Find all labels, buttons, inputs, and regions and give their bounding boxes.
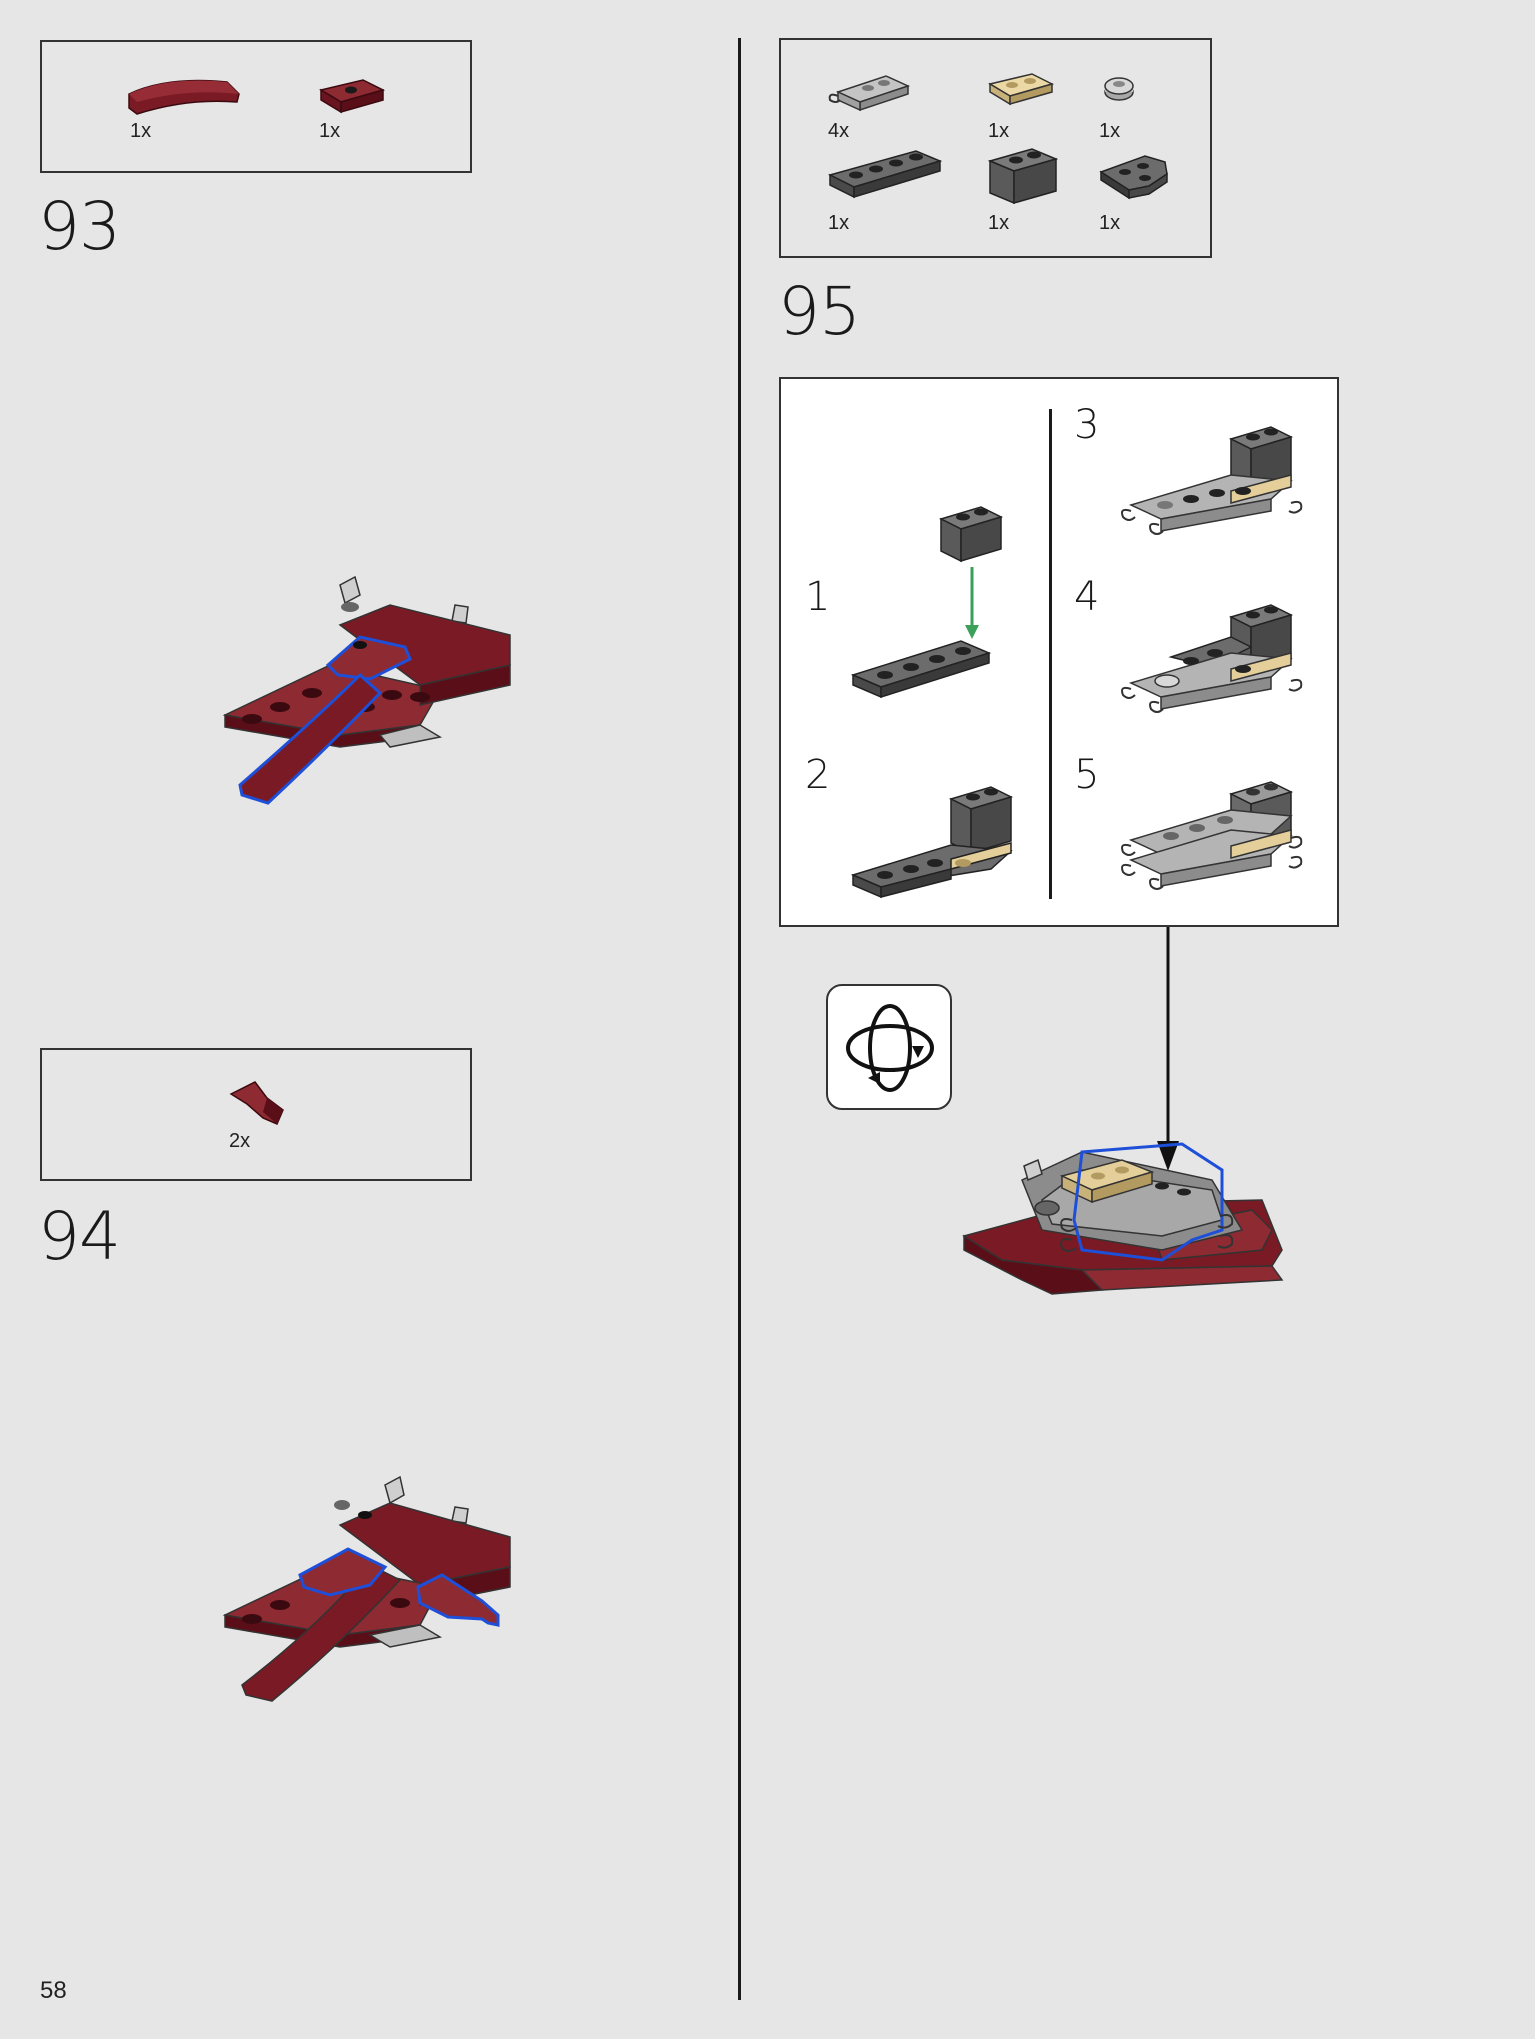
step-number: 93: [38, 188, 121, 265]
step-number: 94: [38, 1198, 121, 1275]
part-qty: 1x: [130, 120, 152, 142]
plate-1x2-dark-red-icon: [319, 79, 386, 114]
curved-slope-dark-red-icon: [128, 79, 240, 115]
sub-step-number: 1: [805, 574, 831, 620]
step-95-model-illustration: [962, 1142, 1284, 1295]
column-divider: [738, 38, 741, 2000]
sub-step-number: 3: [1074, 402, 1100, 448]
parts-callout-step-95: 4x 1x 1x 1x 1x 1x: [779, 38, 1212, 258]
wedge-plate-dark-gray-icon: [1099, 155, 1168, 200]
part-qty: 1x: [1099, 212, 1121, 234]
step-94-model-illustration: [222, 1475, 511, 1702]
part-qty: 1x: [988, 212, 1010, 234]
sub-step-4-illustration: [1121, 604, 1303, 713]
sub-panel-divider: [1049, 409, 1052, 899]
sub-step-number: 4: [1074, 574, 1100, 620]
rotate-model-callout: [826, 984, 952, 1110]
wedge-tile-dark-red-icon: [229, 1081, 284, 1125]
rotate-icon: [846, 1004, 934, 1092]
sub-step-number: 2: [805, 752, 831, 798]
part-qty: 1x: [828, 212, 850, 234]
sub-step-5-illustration: [1121, 781, 1303, 890]
brick-1x2-dark-gray-icon: [987, 148, 1059, 205]
part-qty: 2x: [229, 1130, 251, 1152]
part-qty: 1x: [319, 120, 341, 142]
sub-step-number: 5: [1074, 752, 1100, 798]
part-qty: 1x: [988, 120, 1010, 142]
part-qty: 1x: [1099, 120, 1121, 142]
attach-arrow: [1157, 927, 1179, 1171]
sub-step-1-illustration: [850, 506, 1004, 699]
plate-1x2-tan-icon: [988, 73, 1055, 106]
clip-plate-light-gray-icon: [828, 75, 911, 112]
page-number: 58: [40, 1977, 67, 2004]
sub-step-3-illustration: [1121, 426, 1303, 535]
part-qty: 4x: [828, 120, 850, 142]
sub-step-2-illustration: [850, 786, 1014, 899]
round-plate-light-gray-icon: [1104, 77, 1134, 101]
plate-1x4-dark-gray-icon: [827, 150, 943, 199]
step-93-model-illustration: [222, 575, 511, 805]
parts-callout-step-93: 1x 1x: [40, 40, 472, 173]
sub-assembly-panel: 1 2 3 4 5: [779, 377, 1339, 927]
step-number: 95: [778, 273, 861, 350]
parts-callout-step-94: 2x: [40, 1048, 472, 1181]
